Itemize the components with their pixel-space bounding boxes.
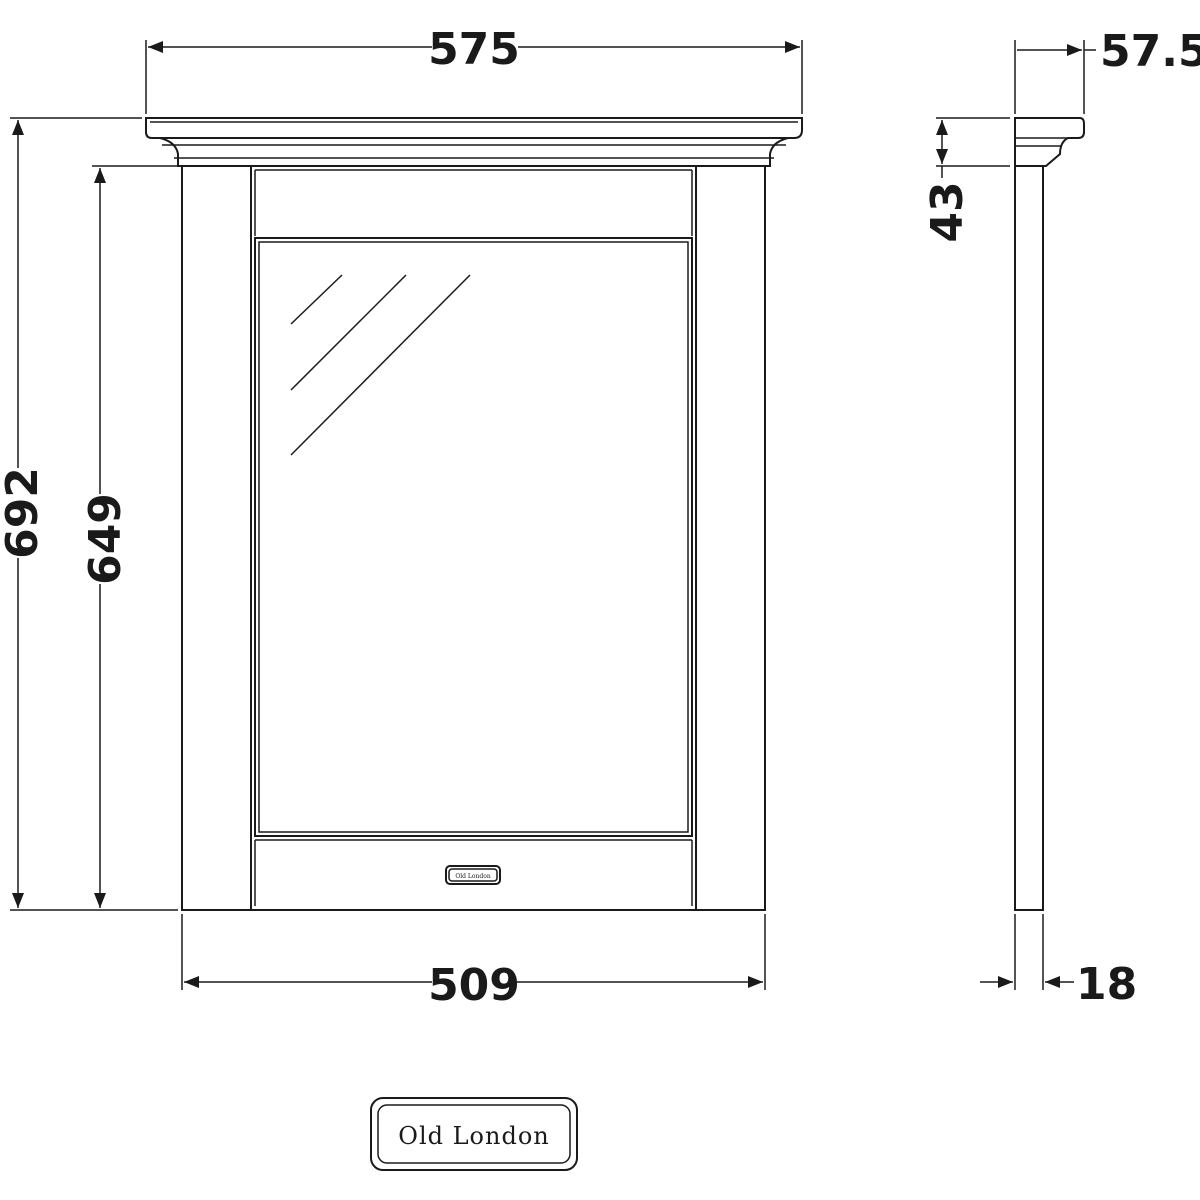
- dim-cornice-height: 43: [922, 117, 1010, 243]
- dim-frame-height: 649: [80, 165, 178, 908]
- mirror-glass: [254, 237, 693, 837]
- dim-label-18: 18: [1076, 959, 1137, 1010]
- side-cornice: [1014, 117, 1085, 167]
- dim-frame-depth: 18: [980, 914, 1137, 1010]
- dim-overall-height: 692: [0, 117, 178, 911]
- mirror-bevel: [258, 241, 689, 833]
- frame-outer: [181, 165, 766, 911]
- dim-label-509: 509: [428, 960, 520, 1011]
- cornice-cove: [159, 137, 789, 167]
- dim-label-649: 649: [80, 493, 131, 585]
- front-view: Old London: [145, 117, 803, 911]
- cornice-top: [145, 117, 803, 139]
- dim-label-43: 43: [922, 181, 973, 242]
- dim-label-575: 575: [428, 24, 520, 75]
- brand-badge: Old London: [445, 865, 501, 885]
- dim-overall-width: 575: [145, 24, 803, 114]
- dim-label-692: 692: [0, 467, 48, 559]
- dim-overall-depth: 57.5: [1014, 26, 1200, 114]
- logo-text: Old London: [398, 1122, 549, 1150]
- dim-frame-width: 509: [181, 914, 766, 1011]
- dim-label-57-5: 57.5: [1100, 26, 1200, 77]
- reflection-lines: [290, 274, 471, 456]
- badge-text: Old London: [455, 873, 491, 880]
- side-frame: [1014, 165, 1044, 911]
- old-london-logo: Old London: [370, 1097, 578, 1171]
- side-view: [1014, 117, 1085, 911]
